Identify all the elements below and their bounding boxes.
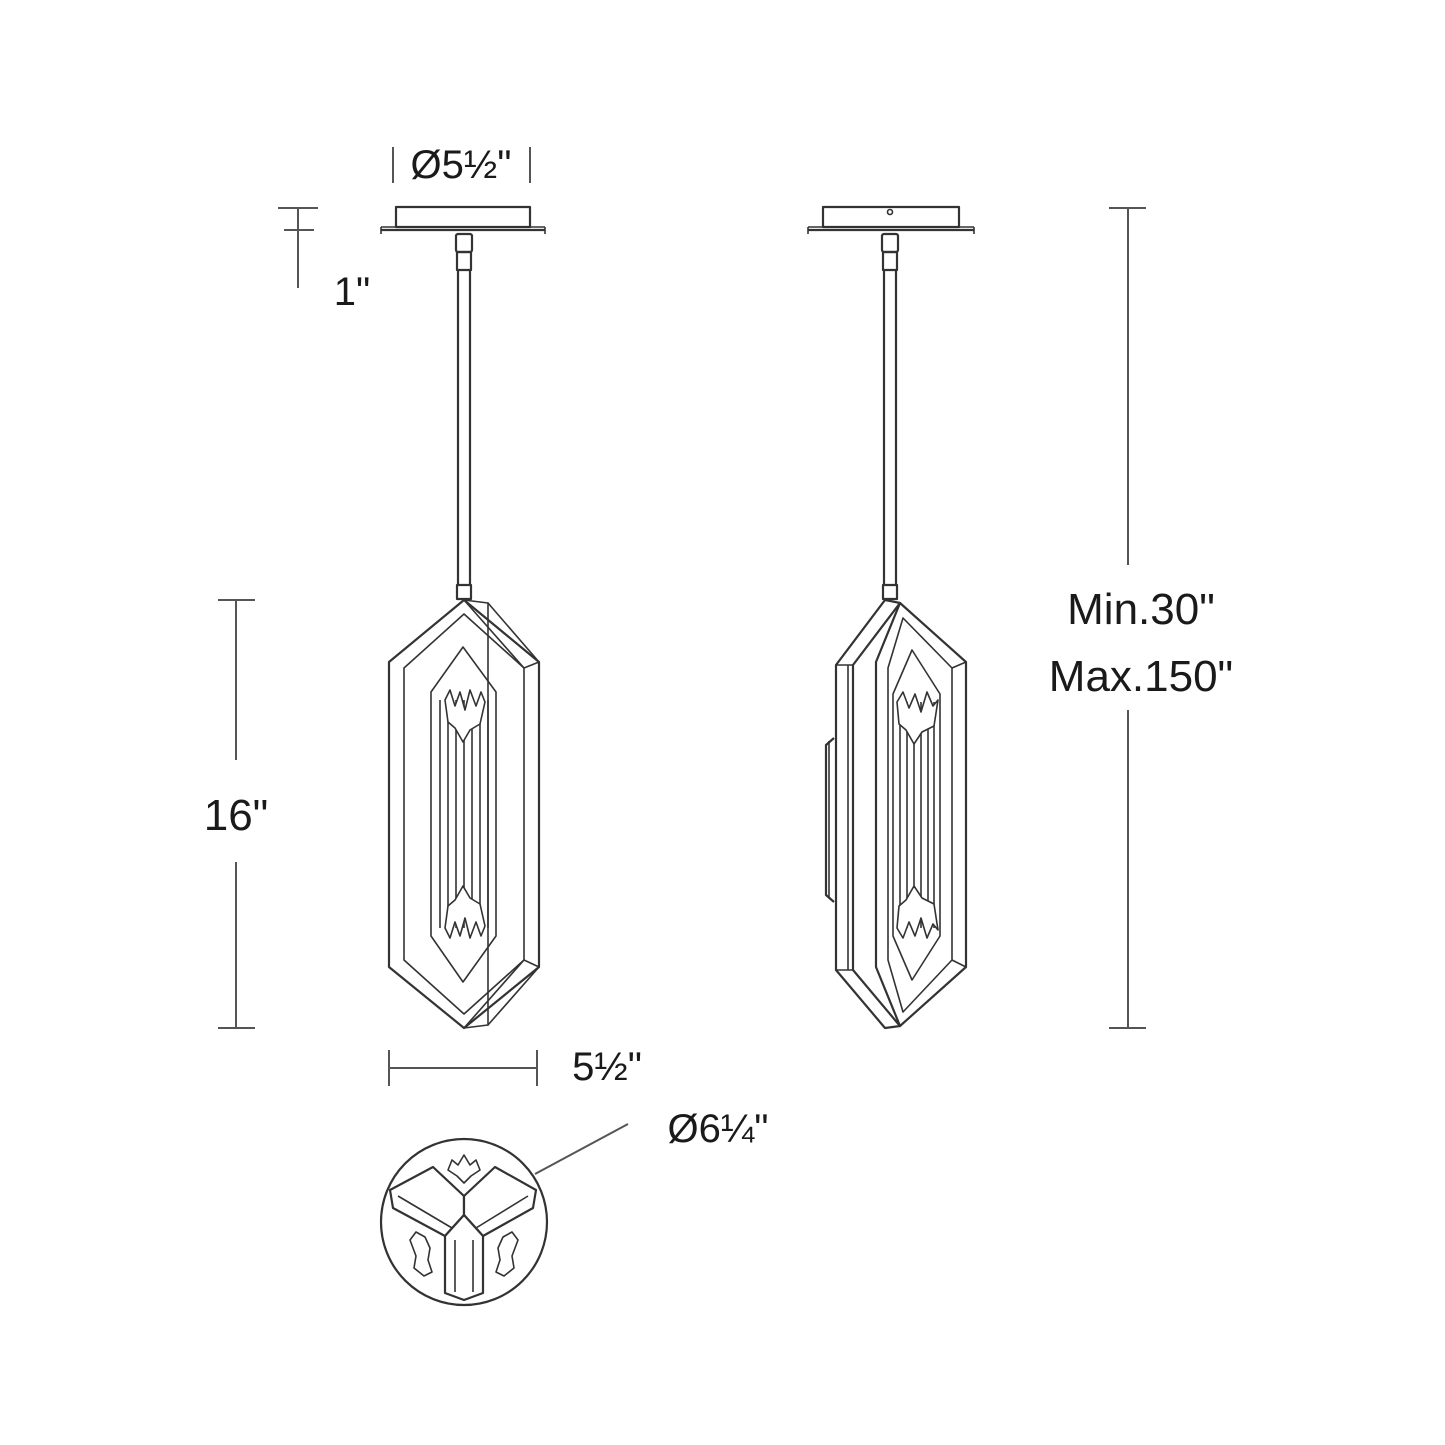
canopy-height-dimension: 1" [278, 207, 370, 314]
canopy-diameter-label: Ø5½" [411, 143, 512, 187]
side-view-pendant [807, 205, 975, 1030]
fixture-width-label: 5½" [572, 1045, 642, 1089]
fixture-height-dimension: 16" [204, 599, 269, 1029]
canopy-diameter-dimension: Ø5½" [392, 143, 531, 187]
front-view-pendant [380, 205, 546, 1030]
canopy-height-label: 1" [334, 270, 370, 314]
bottom-view-pendant: Ø6¼" [379, 1107, 769, 1307]
overall-min-label: Min.30" [1067, 585, 1215, 634]
fixture-width-dimension: 5½" [388, 1045, 642, 1089]
overall-height-dimension: Min.30" Max.150" [1049, 207, 1233, 1029]
bottom-diameter-label: Ø6¼" [668, 1107, 769, 1151]
overall-max-label: Max.150" [1049, 652, 1233, 701]
fixture-height-label: 16" [204, 791, 269, 840]
